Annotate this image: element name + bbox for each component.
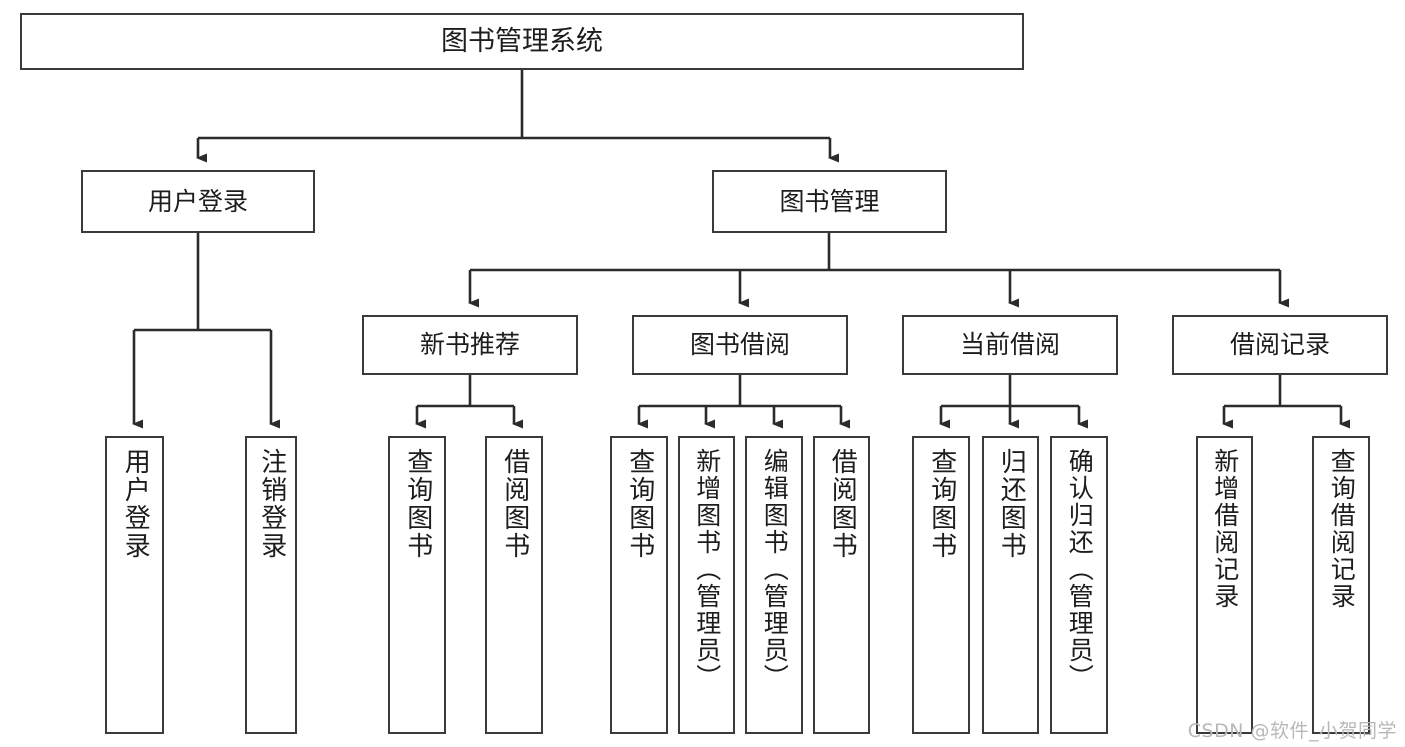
node-label: 确认归还（管理员）	[1065, 448, 1095, 691]
node-user-login[interactable]: 用户登录	[81, 170, 315, 233]
leaf-add-book[interactable]: 新增图书（管理员）	[678, 436, 735, 734]
node-label: 查询图书	[926, 448, 957, 560]
node-new-book-recommend[interactable]: 新书推荐	[362, 315, 578, 375]
leaf-user-login[interactable]: 用户登录	[105, 436, 164, 734]
node-label: 图书管理系统	[441, 25, 603, 57]
leaf-query-borrow-record[interactable]: 查询借阅记录	[1312, 436, 1370, 734]
node-root-system[interactable]: 图书管理系统	[20, 13, 1024, 70]
node-label: 用户登录	[147, 186, 248, 216]
leaf-add-borrow-record[interactable]: 新增借阅记录	[1196, 436, 1253, 734]
node-book-management[interactable]: 图书管理	[712, 170, 947, 233]
node-label: 图书管理	[779, 186, 880, 216]
leaf-return-book[interactable]: 归还图书	[982, 436, 1039, 734]
node-label: 新增借阅记录	[1210, 448, 1240, 610]
node-label: 查询图书	[402, 448, 433, 560]
node-book-borrow[interactable]: 图书借阅	[632, 315, 848, 375]
node-label: 归还图书	[996, 448, 1027, 560]
leaf-borrow-book-2[interactable]: 借阅图书	[813, 436, 870, 734]
node-label: 借阅记录	[1229, 330, 1330, 360]
node-label: 当前借阅	[959, 330, 1060, 360]
node-label: 新增图书（管理员）	[692, 448, 722, 691]
node-label: 查询借阅记录	[1327, 448, 1357, 610]
csdn-watermark: CSDN @软件_小贺同学	[1187, 720, 1397, 742]
node-label: 查询图书	[624, 448, 655, 560]
leaf-confirm-return[interactable]: 确认归还（管理员）	[1050, 436, 1108, 734]
leaf-query-book-1[interactable]: 查询图书	[388, 436, 446, 734]
leaf-edit-book[interactable]: 编辑图书（管理员）	[745, 436, 803, 734]
node-label: 借阅图书	[827, 448, 858, 560]
leaf-query-book-3[interactable]: 查询图书	[912, 436, 970, 734]
node-label: 编辑图书（管理员）	[760, 448, 790, 691]
node-current-borrow[interactable]: 当前借阅	[902, 315, 1118, 375]
leaf-query-book-2[interactable]: 查询图书	[610, 436, 668, 734]
leaf-borrow-book-1[interactable]: 借阅图书	[485, 436, 543, 734]
node-label: 注销登录	[256, 448, 287, 560]
node-label: 用户登录	[120, 448, 151, 560]
node-label: 新书推荐	[419, 330, 520, 360]
leaf-logout-login[interactable]: 注销登录	[245, 436, 297, 734]
node-borrow-records[interactable]: 借阅记录	[1172, 315, 1388, 375]
node-label: 借阅图书	[499, 448, 530, 560]
node-label: 图书借阅	[689, 330, 790, 360]
